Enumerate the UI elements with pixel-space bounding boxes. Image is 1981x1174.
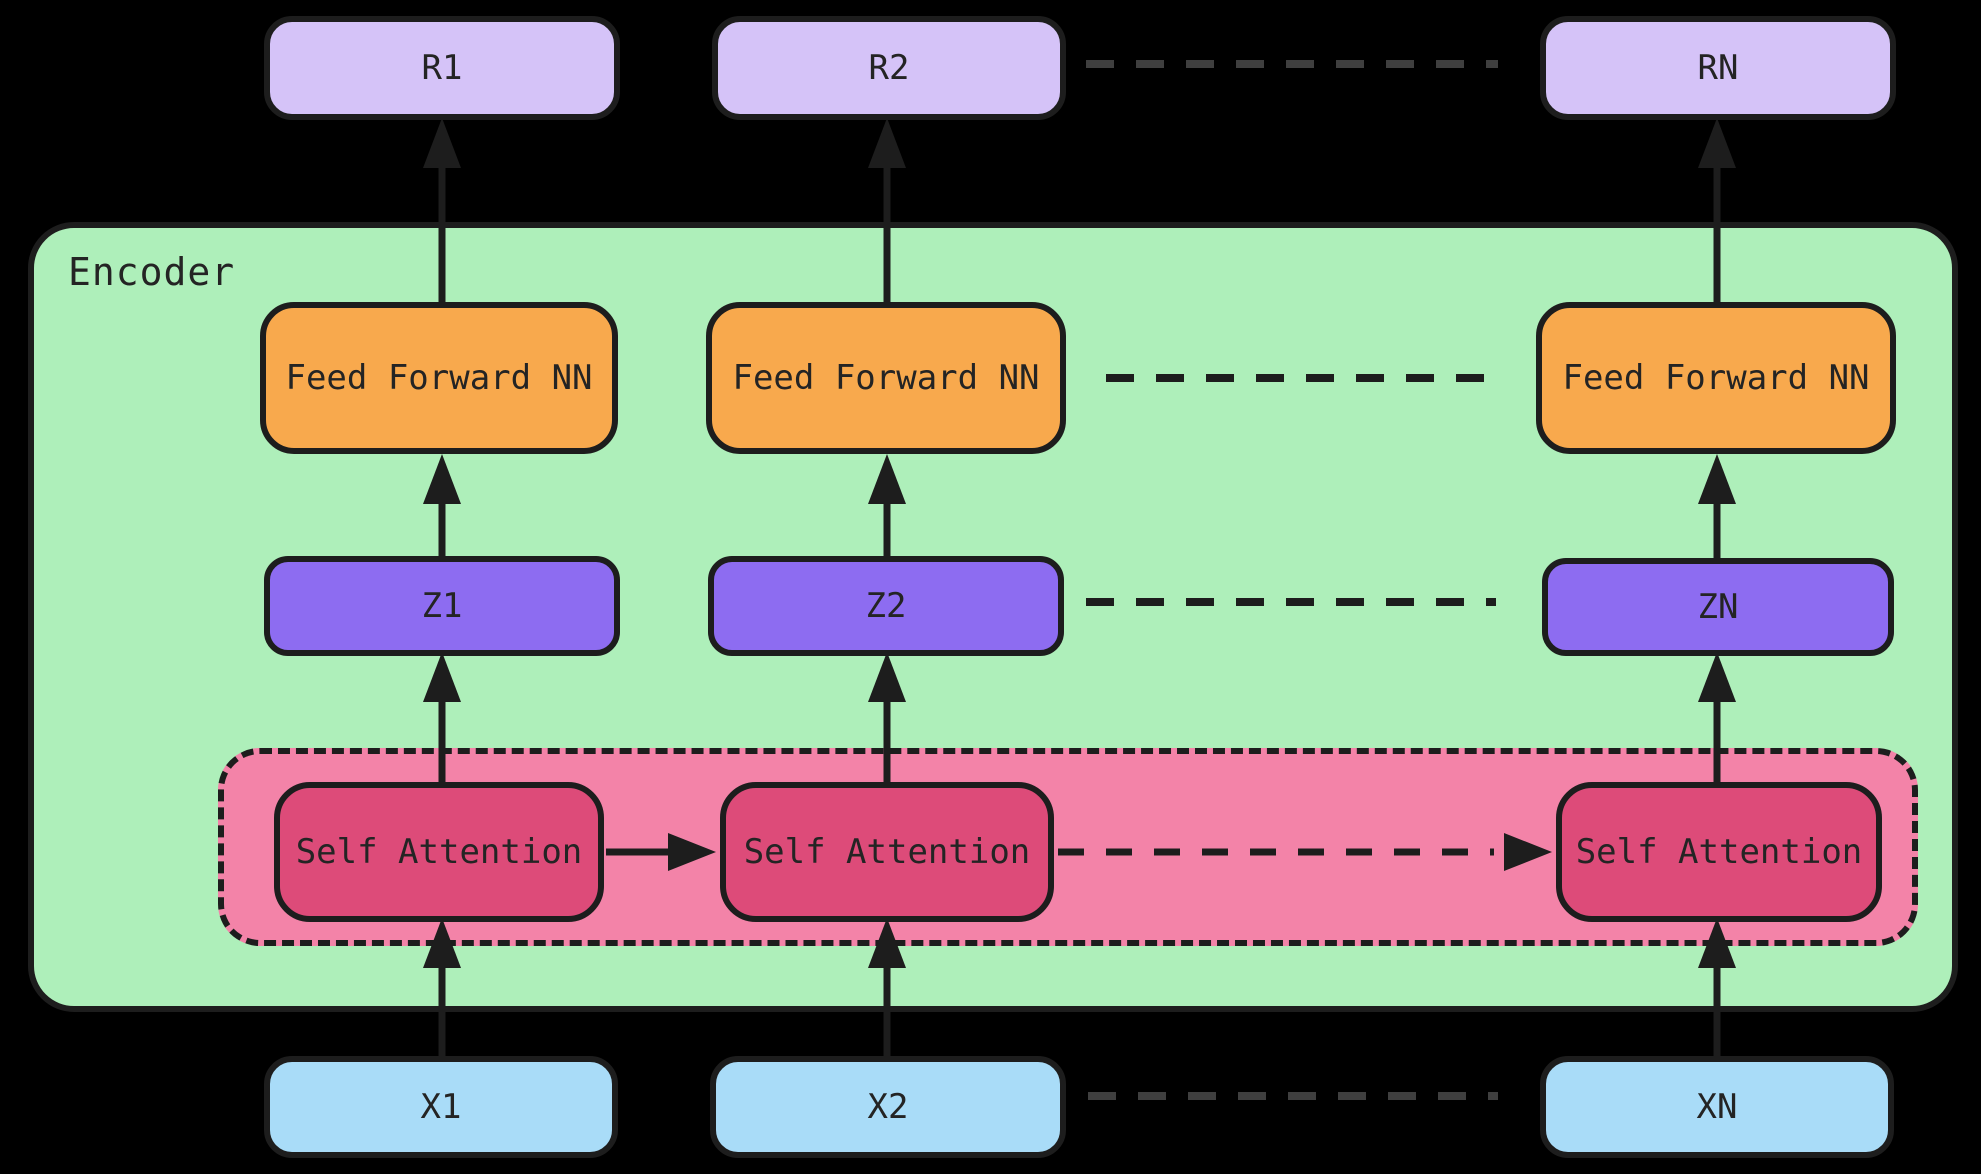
arrowhead-ffn-to-rn [1698, 118, 1736, 168]
hidden-node-z2-label: Z2 [865, 586, 907, 626]
hidden-node-zn: ZN [1542, 558, 1894, 656]
hidden-node-zn-label: ZN [1697, 587, 1739, 627]
hidden-node-z1-label: Z1 [421, 586, 463, 626]
output-node-rn: RN [1540, 16, 1896, 120]
arrowhead-x2-to-sa2 [868, 918, 906, 968]
feed-forward-node-n: Feed Forward NN [1536, 302, 1896, 454]
input-node-xn-label: XN [1696, 1087, 1738, 1127]
self-attention-node-n-label: Self Attention [1575, 832, 1863, 872]
output-node-r1-label: R1 [421, 48, 463, 88]
input-node-x2-label: X2 [867, 1087, 909, 1127]
self-attention-node-1: Self Attention [274, 782, 604, 922]
encoder-label: Encoder [68, 250, 236, 294]
feed-forward-node-1: Feed Forward NN [260, 302, 618, 454]
self-attention-node-2: Self Attention [720, 782, 1054, 922]
feed-forward-node-n-label: Feed Forward NN [1562, 358, 1870, 398]
arrowhead-sa1-to-z1 [423, 652, 461, 702]
arrowhead-ff2-to-r2 [868, 118, 906, 168]
self-attention-node-2-label: Self Attention [743, 832, 1031, 872]
input-node-x2: X2 [710, 1056, 1066, 1158]
arrowhead-sa1-to-sa2 [668, 833, 716, 871]
hidden-node-z1: Z1 [264, 556, 620, 656]
arrowhead-z2-to-ff2 [868, 454, 906, 504]
arrowhead-sa2-to-z2 [868, 652, 906, 702]
arrowhead-sa2-to-san [1504, 833, 1552, 871]
output-node-r1: R1 [264, 16, 620, 120]
feed-forward-node-1-label: Feed Forward NN [285, 358, 593, 398]
output-node-r2-label: R2 [868, 48, 910, 88]
feed-forward-node-2: Feed Forward NN [706, 302, 1066, 454]
self-attention-node-n: Self Attention [1556, 782, 1882, 922]
output-node-rn-label: RN [1697, 48, 1739, 88]
self-attention-node-1-label: Self Attention [295, 832, 583, 872]
arrowhead-san-to-zn [1698, 652, 1736, 702]
arrowhead-xn-to-san [1698, 918, 1736, 968]
arrowhead-ff1-to-r1 [423, 118, 461, 168]
output-node-r2: R2 [712, 16, 1066, 120]
arrowhead-zn-to-ffn [1698, 454, 1736, 504]
feed-forward-node-2-label: Feed Forward NN [732, 358, 1040, 398]
input-node-x1: X1 [264, 1056, 618, 1158]
input-node-xn: XN [1540, 1056, 1894, 1158]
input-node-x1-label: X1 [420, 1087, 462, 1127]
arrowhead-x1-to-sa1 [423, 918, 461, 968]
arrowhead-z1-to-ff1 [423, 454, 461, 504]
hidden-node-z2: Z2 [708, 556, 1064, 656]
